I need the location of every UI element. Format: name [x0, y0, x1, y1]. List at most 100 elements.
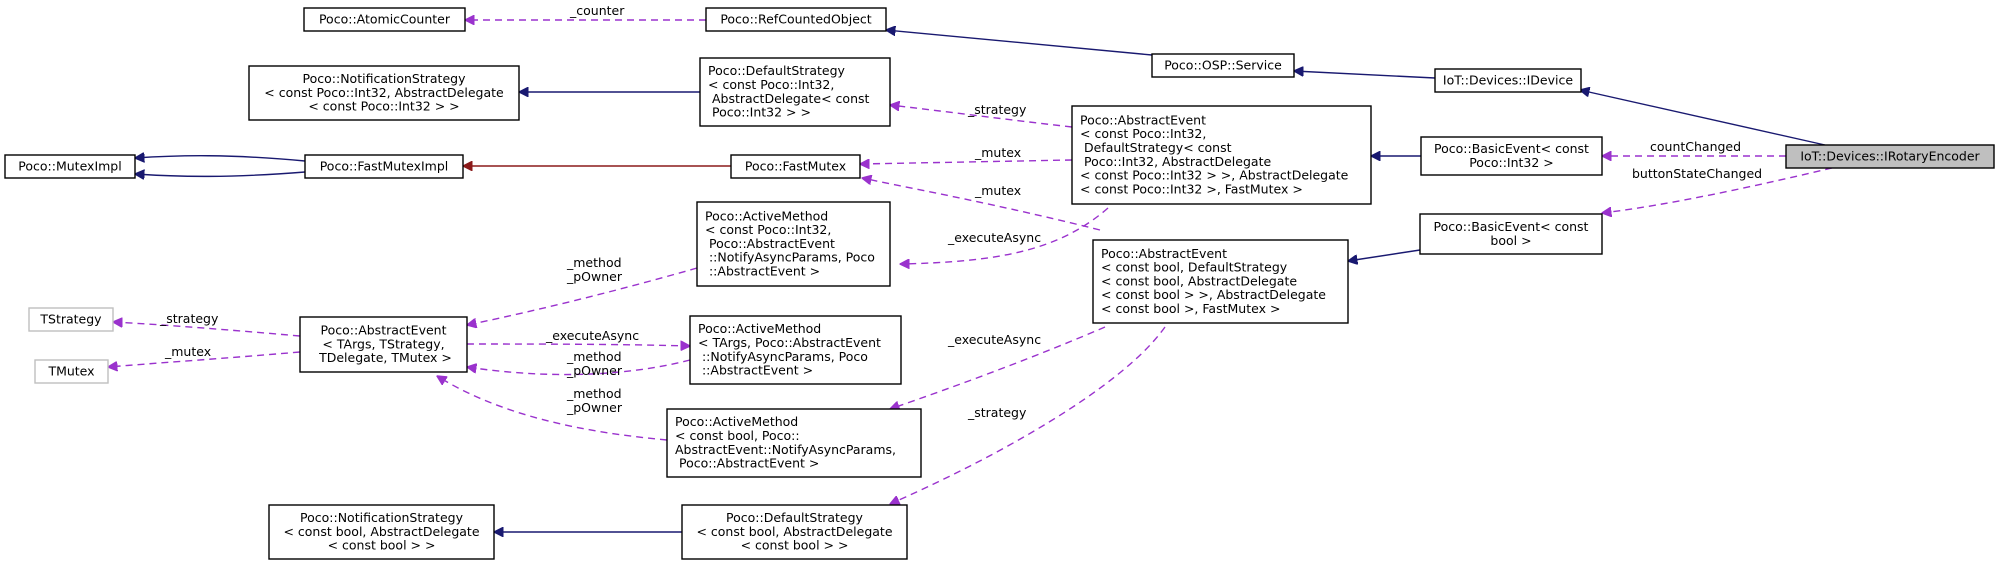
label-method-powner-1-line-1: _method [566, 255, 622, 270]
poco-abstractevent-int32-node-label-line-1: Poco::AbstractEvent [1080, 112, 1206, 127]
tstrategy-node-box [28, 307, 114, 332]
poco-abstractevent-int32-node-label-line-6: < const Poco::Int32 >, FastMutex > [1080, 181, 1303, 196]
poco-activemethod-bool-node[interactable]: Poco::ActiveMethod< const bool, Poco::Ab… [666, 408, 922, 478]
poco-activemethod-bool-node-label-line-4: Poco::AbstractEvent > [675, 456, 819, 471]
poco-activemethod-targs-node-label-line-2: < TArgs, Poco::AbstractEvent [698, 335, 881, 350]
edge-template-event-uses-tmutex [108, 351, 301, 367]
label-counter: _counter [569, 3, 625, 18]
poco-activemethod-int32-node-box [696, 201, 891, 287]
label-strategy-template: _strategy [159, 311, 219, 326]
poco-notificationstrategy-int32-node-label-line-3: < const Poco::Int32 > > [308, 99, 459, 114]
poco-abstractevent-template-node-label-line-1: Poco::AbstractEvent [321, 323, 447, 338]
iot-devices-irotaryencoder-node[interactable]: IoT::Devices::IRotaryEncoder [1785, 144, 1995, 169]
edge-abstractevent-int32-uses-defaultstrategy-int32 [890, 105, 1073, 128]
poco-defaultstrategy-bool-node-box [681, 504, 908, 560]
edge-abstractevent-int32-uses-fastmutex [860, 160, 1073, 164]
poco-activemethod-int32-node-label-line-2: < const Poco::Int32, [705, 222, 831, 237]
iot-devices-idevice-node-label-line-1: IoT::Devices::IDevice [1443, 72, 1573, 87]
poco-defaultstrategy-int32-node-label-line-1: Poco::DefaultStrategy [708, 63, 846, 78]
label-executeasync-3: _executeAsync [947, 332, 1041, 347]
poco-basicevent-int32-node-label-line-2: Poco::Int32 > [1469, 155, 1554, 170]
poco-activemethod-targs-node-label-line-1: Poco::ActiveMethod [698, 321, 821, 336]
poco-muteximpl-node-box [4, 154, 136, 179]
poco-notificationstrategy-bool-node[interactable]: Poco::NotificationStrategy< const bool, … [268, 504, 495, 560]
poco-abstractevent-bool-node-box [1092, 239, 1349, 324]
poco-notificationstrategy-bool-node-label-line-3: < const bool > > [328, 538, 436, 553]
poco-activemethod-int32-node-label-line-3: Poco::AbstractEvent [705, 236, 835, 251]
poco-abstractevent-int32-node-label-line-3: DefaultStrategy< const [1080, 140, 1232, 155]
poco-basicevent-int32-node-label-line-1: Poco::BasicEvent< const [1434, 141, 1589, 156]
edge-irotaryencoder-to-idevice [1580, 90, 1826, 146]
edge-fastmuteximpl-to-muteximpl-lower [135, 172, 306, 176]
poco-defaultstrategy-bool-node[interactable]: Poco::DefaultStrategy< const bool, Abstr… [681, 504, 908, 560]
poco-activemethod-int32-node-label-line-5: ::AbstractEvent > [705, 264, 820, 279]
edge-activemethod-bool-uses-template-event [437, 376, 668, 441]
edge-abstractevent-bool-uses-defaultstrategy-bool [890, 326, 1166, 504]
poco-osp-service-node-box [1151, 53, 1295, 78]
poco-basicevent-bool-node-label-line-1: Poco::BasicEvent< const [1434, 219, 1589, 234]
poco-abstractevent-template-node-label-line-3: TDelegate, TMutex > [315, 350, 452, 365]
poco-notificationstrategy-bool-node-box [268, 504, 495, 560]
edge-idevice-to-ospservice [1294, 71, 1436, 79]
label-executeasync-1: _executeAsync [947, 230, 1041, 245]
poco-abstractevent-int32-node[interactable]: Poco::AbstractEvent< const Poco::Int32, … [1071, 105, 1372, 205]
poco-fastmutex-node[interactable]: Poco::FastMutex [730, 154, 861, 179]
poco-abstractevent-bool-node-label-line-2: < const bool, DefaultStrategy [1101, 260, 1288, 275]
label-mutex-2: _mutex [974, 183, 1021, 198]
poco-atomiccounter-node[interactable]: Poco::AtomicCounter [303, 7, 466, 32]
label-executeasync-2: _executeAsync [545, 328, 639, 343]
poco-osp-service-node-label-line-1: Poco::OSP::Service [1164, 57, 1282, 72]
edge-activemethod-int32-uses-template-event [467, 267, 698, 325]
poco-activemethod-targs-node[interactable]: Poco::ActiveMethod< TArgs, Poco::Abstrac… [689, 315, 902, 385]
poco-abstractevent-int32-node-label-line-2: < const Poco::Int32, [1080, 126, 1206, 141]
poco-abstractevent-template-node[interactable]: Poco::AbstractEvent< TArgs, TStrategy, T… [299, 316, 468, 373]
label-method-powner-1: _method _pOwner [566, 255, 626, 284]
poco-notificationstrategy-bool-node-label-line-2: < const bool, AbstractDelegate [283, 524, 479, 539]
poco-muteximpl-node-label-line-1: Poco::MutexImpl [18, 158, 121, 173]
poco-abstractevent-template-node-box [299, 316, 468, 373]
poco-abstractevent-bool-node-label-line-5: < const bool >, FastMutex > [1101, 301, 1280, 316]
tstrategy-node[interactable]: TStrategy [28, 307, 114, 332]
poco-abstractevent-int32-node-box [1071, 105, 1372, 205]
label-countchanged: countChanged [1650, 139, 1741, 154]
iot-devices-idevice-node[interactable]: IoT::Devices::IDevice [1434, 68, 1582, 93]
poco-abstractevent-bool-node-label-line-1: Poco::AbstractEvent [1101, 246, 1227, 261]
poco-refcountedobject-node[interactable]: Poco::RefCountedObject [705, 7, 887, 32]
label-buttonstatechanged: buttonStateChanged [1632, 166, 1762, 181]
poco-activemethod-int32-node-label-line-4: ::NotifyAsyncParams, Poco [705, 250, 875, 265]
edge-abstractevent-bool-uses-activemethod-bool [890, 326, 1106, 409]
edge-template-event-uses-tstrategy [113, 322, 301, 337]
poco-defaultstrategy-int32-node[interactable]: Poco::DefaultStrategy< const Poco::Int32… [699, 57, 891, 127]
poco-abstractevent-template-node-label-line-2: < TArgs, TStrategy, [322, 336, 444, 351]
poco-defaultstrategy-int32-node-label-line-2: < const Poco::Int32, [708, 77, 834, 92]
poco-fastmuteximpl-node-box [304, 154, 464, 179]
poco-activemethod-int32-node-label-line-1: Poco::ActiveMethod [705, 208, 828, 223]
label-method-powner-1-line-2: _pOwner [566, 269, 623, 284]
poco-defaultstrategy-int32-node-box [699, 57, 891, 127]
poco-notificationstrategy-int32-node-label-line-2: < const Poco::Int32, AbstractDelegate [264, 85, 504, 100]
label-method-powner-3-line-2: _pOwner [566, 400, 623, 415]
poco-muteximpl-node[interactable]: Poco::MutexImpl [4, 154, 136, 179]
label-mutex-template: _mutex [164, 344, 211, 359]
poco-defaultstrategy-int32-node-label-line-3: AbstractDelegate< const [708, 91, 870, 106]
poco-abstractevent-bool-node-label-line-3: < const bool, AbstractDelegate [1101, 273, 1297, 288]
edge-abstractevent-bool-uses-fastmutex [862, 178, 1101, 231]
poco-activemethod-targs-node-label-line-3: ::NotifyAsyncParams, Poco [698, 349, 868, 364]
poco-activemethod-bool-node-label-line-1: Poco::ActiveMethod [675, 414, 798, 429]
edge-activemethod-targs-uses-template-event [467, 359, 691, 376]
poco-abstractevent-bool-node[interactable]: Poco::AbstractEvent< const bool, Default… [1092, 239, 1349, 324]
poco-fastmutex-node-box [730, 154, 861, 179]
poco-notificationstrategy-int32-node[interactable]: Poco::NotificationStrategy< const Poco::… [248, 65, 520, 121]
tmutex-node[interactable]: TMutex [34, 359, 109, 384]
poco-abstractevent-int32-node-label-line-5: < const Poco::Int32 > >, AbstractDelegat… [1080, 168, 1349, 183]
edge-template-event-uses-activemethod-targs [466, 344, 690, 346]
poco-fastmuteximpl-node[interactable]: Poco::FastMutexImpl [304, 154, 464, 179]
poco-osp-service-node[interactable]: Poco::OSP::Service [1151, 53, 1295, 78]
poco-abstractevent-int32-node-label-line-4: Poco::Int32, AbstractDelegate [1080, 154, 1271, 169]
poco-activemethod-int32-node[interactable]: Poco::ActiveMethod< const Poco::Int32, P… [696, 201, 891, 287]
poco-abstractevent-bool-node-label-line-4: < const bool > >, AbstractDelegate [1101, 287, 1326, 302]
poco-refcountedobject-node-label-line-1: Poco::RefCountedObject [720, 11, 871, 26]
